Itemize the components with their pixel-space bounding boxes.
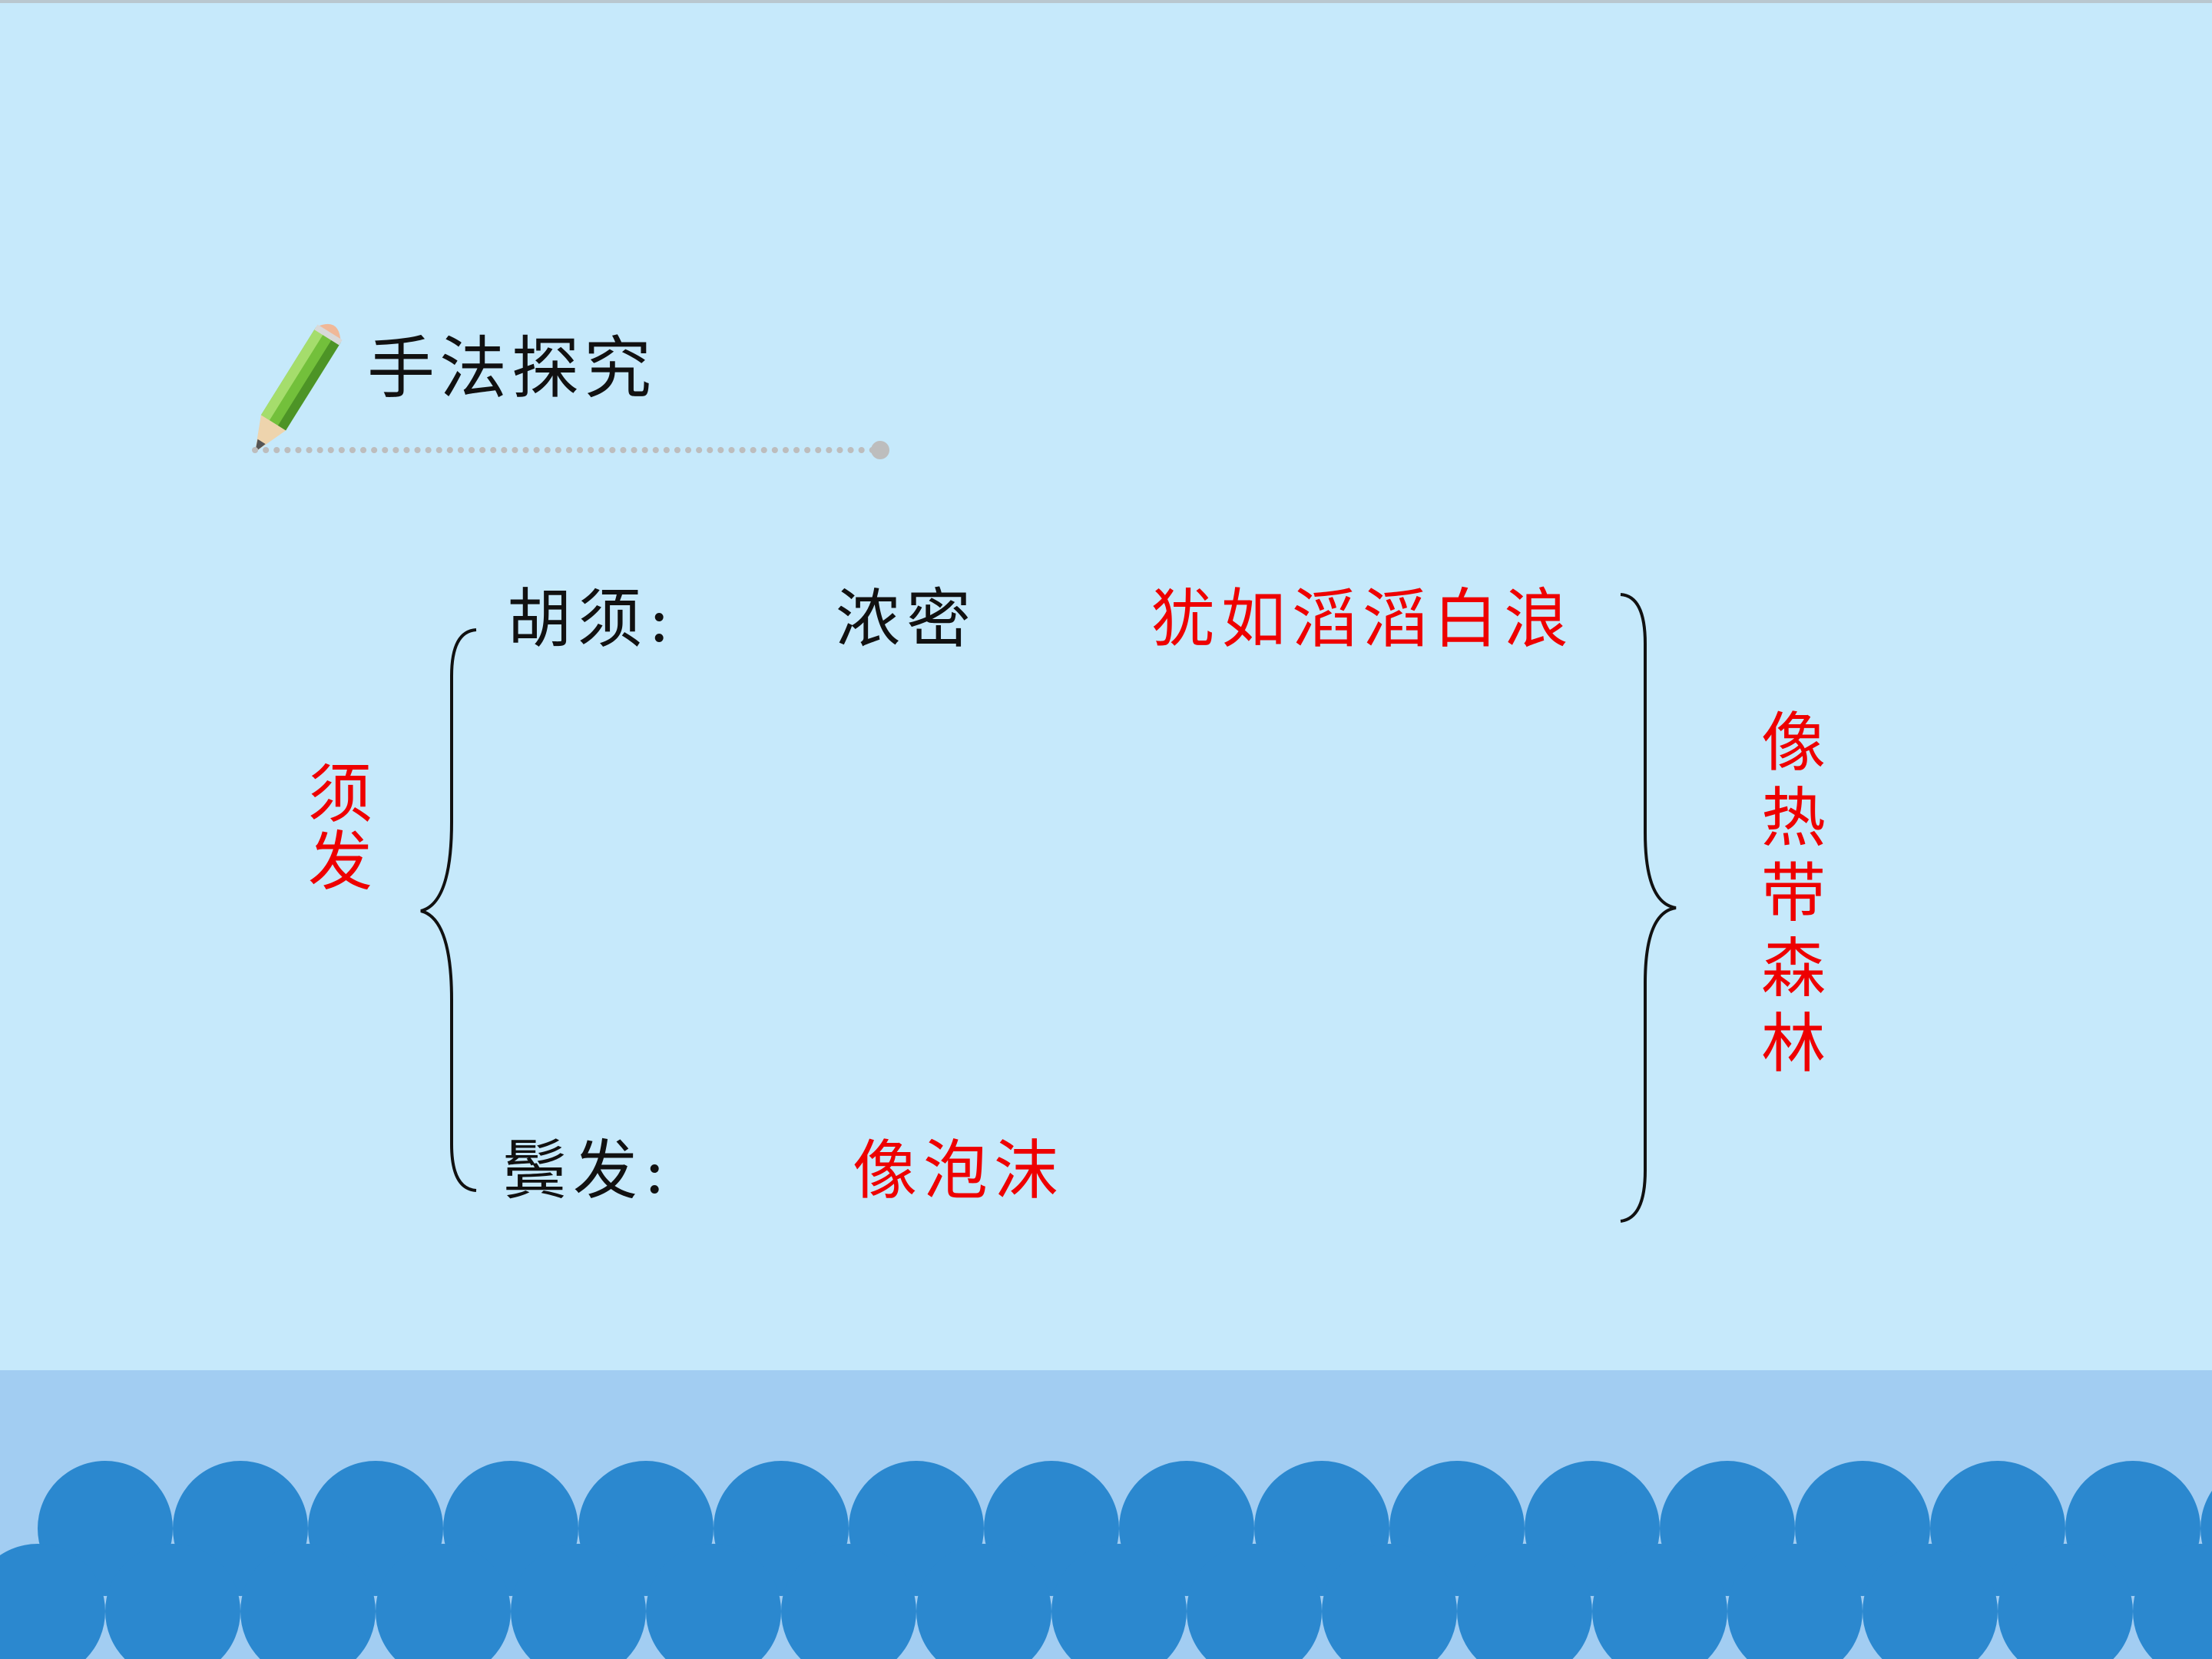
pencil-icon <box>255 323 343 452</box>
beard-value: 浓密 <box>836 581 978 657</box>
top-border <box>0 0 2212 3</box>
beard-simile: 犹如滔滔白浪 <box>1151 581 1575 657</box>
right-group-label: 像热带森林 <box>1760 705 1826 1081</box>
hair-label: 鬓发: <box>502 1133 672 1208</box>
wave-pattern <box>0 1461 2212 1659</box>
beard-label: 胡须: <box>507 581 677 657</box>
page-title: 手法探究 <box>367 329 657 408</box>
title-divider <box>252 441 889 459</box>
right-brace <box>1620 593 1677 1223</box>
hair-simile: 像泡沫 <box>853 1133 1065 1208</box>
wave-decoration <box>0 1370 2212 1659</box>
left-brace <box>420 628 477 1192</box>
left-group-label: 须发 <box>307 757 373 899</box>
